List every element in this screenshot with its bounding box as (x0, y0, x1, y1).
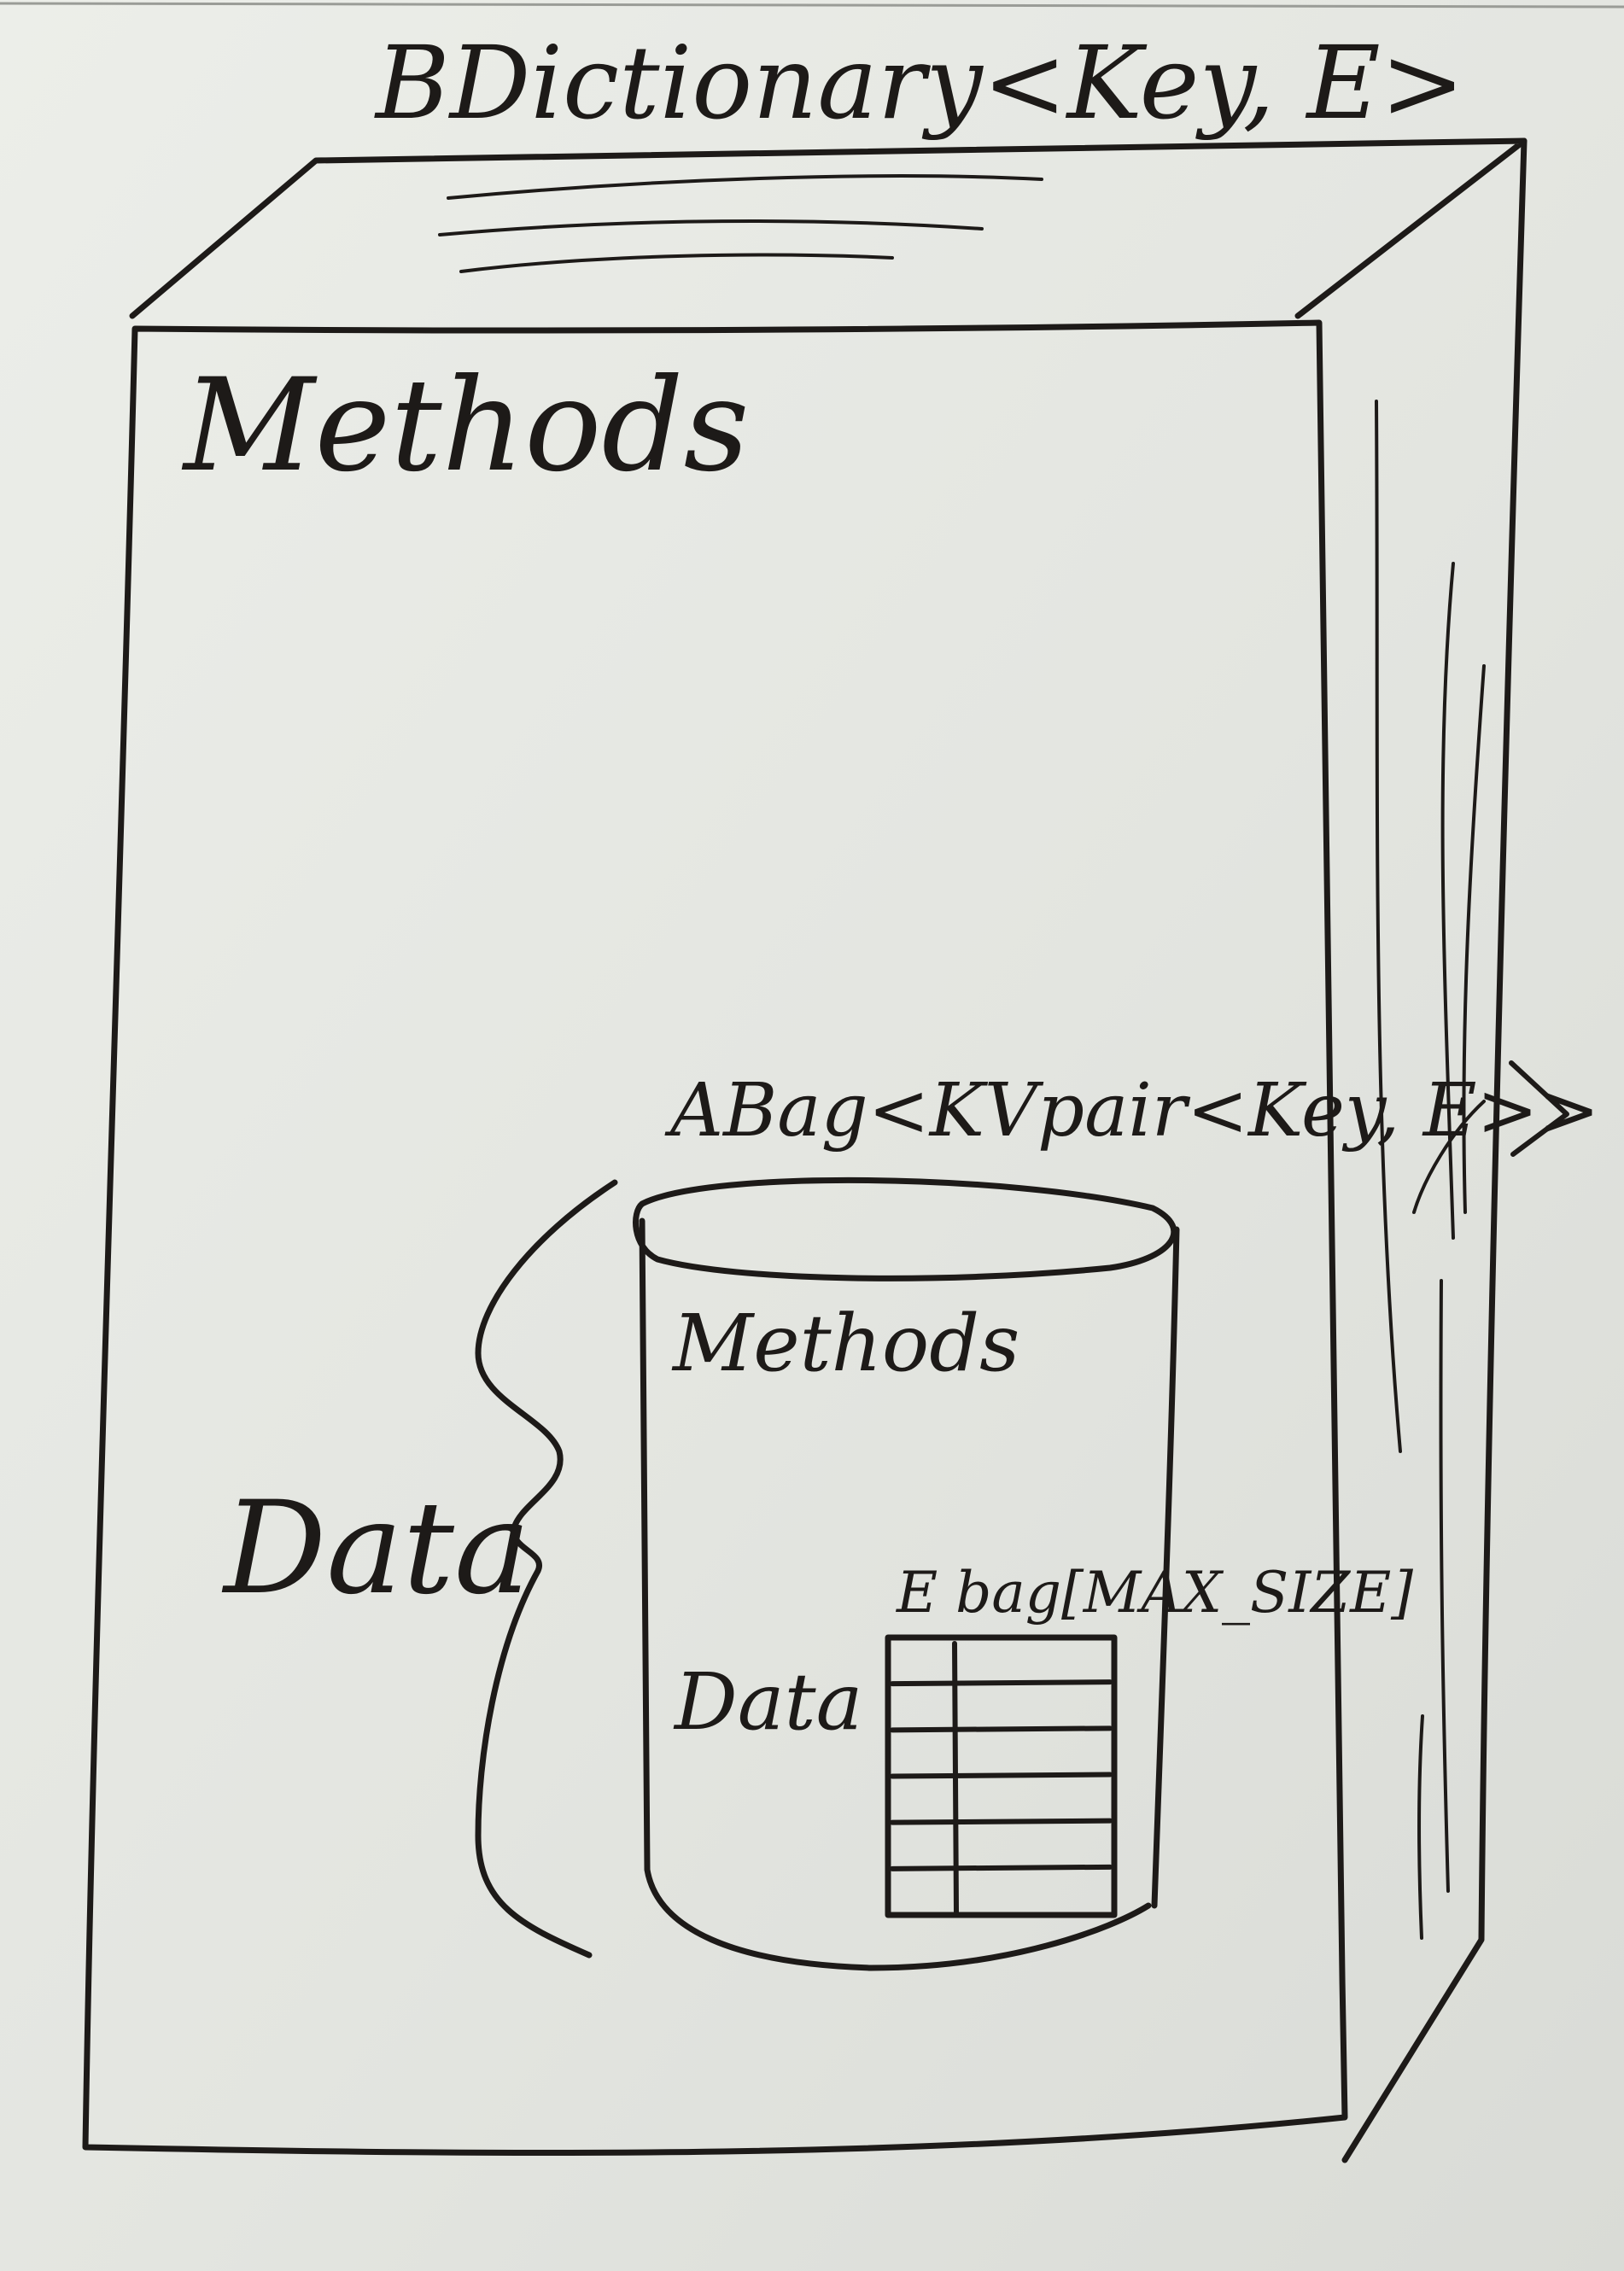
bag-array-rows (890, 1679, 1113, 1871)
outer-box-side-shading (1375, 400, 1486, 1940)
data-curly-brace (475, 1179, 618, 1959)
inner-cylinder-top (633, 1176, 1177, 1281)
bag-array-row-line (890, 1772, 1113, 1779)
outer-box-front-face (82, 319, 1348, 2157)
array-label: E bag[MAX_SIZE] (896, 1560, 1413, 1626)
inner-cylinder-body (639, 1217, 1180, 1971)
outer-data-label: Data (221, 1474, 530, 1623)
bag-array-row-line (890, 1864, 1113, 1871)
board-top-edge (0, 2, 1624, 9)
bag-array-row-line (890, 1679, 1113, 1687)
outer-box-top-face (129, 137, 1528, 319)
inner-data-label: Data (673, 1656, 862, 1748)
outer-box-top-shading (438, 174, 1043, 273)
outer-title: BDictionary<Key, E> (374, 24, 1464, 142)
inner-cylinder (633, 1176, 1180, 1971)
outer-box-right-face (1341, 137, 1528, 2163)
inner-methods-label: Methods (671, 1298, 1019, 1389)
outer-methods-label: Methods (181, 352, 750, 500)
inner-title-arrow (1509, 1060, 1569, 1157)
inner-title: ABag<KVpair<Key, E>> (664, 1068, 1600, 1153)
bag-array-row-line (890, 1725, 1113, 1733)
bag-array (885, 1634, 1118, 1918)
bag-array-outline (885, 1634, 1118, 1918)
outer-box (82, 137, 1528, 2163)
bag-array-row-line (890, 1818, 1113, 1825)
